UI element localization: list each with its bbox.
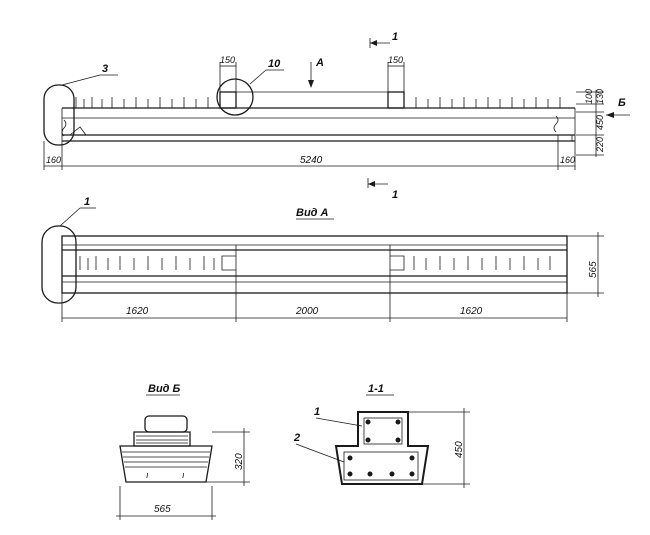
section-mark-top-label: 1: [392, 31, 398, 43]
right-bearing-plate: [557, 134, 573, 142]
view-a-dim-left: 1620: [126, 306, 149, 317]
view-a-outline: [61, 235, 568, 294]
dim-hole-right: 150: [388, 55, 403, 65]
hole-left-block: [219, 91, 237, 109]
view-a-callout-1-leader: [59, 207, 81, 227]
detail-10-outline: [216, 78, 254, 116]
view-b-flange: [119, 445, 213, 483]
view-b-title: Вид Б: [148, 383, 181, 395]
stirrup-ticks: [75, 97, 561, 108]
dim-right: 160: [560, 155, 575, 165]
dim-total: 5240: [300, 155, 323, 166]
section-rebars: [347, 419, 415, 477]
callout-3-leader: [61, 74, 101, 86]
view-a-detail-1-outline: [41, 225, 77, 304]
section-callout-1: 1: [314, 406, 320, 418]
dim-left: 160: [46, 155, 61, 165]
dim-hole-left: 150: [220, 55, 235, 65]
view-a-dim-right: 1620: [460, 306, 483, 317]
view-arrow-b-label: Б: [618, 97, 626, 109]
section-callout-2-leader: [295, 443, 345, 463]
view-b: Вид Б ı ı 320 565: [116, 383, 250, 520]
view-a-hole-right: [390, 255, 405, 271]
right-support-wave: [553, 115, 559, 133]
section-mark-bottom-label: 1: [392, 189, 398, 201]
view-b-top-block: [144, 415, 188, 433]
dim-height-top-b: 130: [595, 89, 605, 104]
svg-text:ı: ı: [182, 470, 185, 480]
callout-3: 3: [102, 63, 108, 75]
dim-height-bottom: 220: [595, 137, 605, 153]
section-dim-height: 450: [454, 441, 465, 458]
section-1-1: 1-1 1 2 450: [293, 383, 470, 488]
view-b-dim-width: 565: [154, 504, 171, 515]
hole-right-block: [387, 91, 405, 109]
section-callout-2: 2: [293, 432, 300, 444]
view-arrow-a-label: A: [315, 57, 324, 69]
beam-elevation: 3 10 150 150 A 1 1 100 130: [43, 31, 630, 201]
view-a-dim-width: 565: [588, 261, 599, 278]
view-b-dim-height: 320: [234, 453, 245, 470]
dim-height-top: 100: [584, 89, 594, 104]
view-a-dim-mid: 2000: [295, 306, 319, 317]
view-b-web: [133, 431, 191, 447]
callout-10: 10: [268, 58, 281, 70]
callout-10-leader: [249, 69, 267, 85]
view-a: Вид А 1: [41, 196, 604, 322]
section-top-stirrup: [363, 417, 403, 445]
section-callout-1-leader: [315, 417, 363, 427]
section-title: 1-1: [368, 383, 384, 395]
detail-3-outline: [43, 84, 75, 146]
view-a-callout-1: 1: [84, 196, 90, 208]
dim-height-mid: 450: [595, 115, 605, 130]
view-a-stirrups: [79, 256, 551, 270]
left-support-wave: [61, 119, 67, 137]
svg-text:ı: ı: [146, 470, 149, 480]
view-a-hole-left: [221, 255, 236, 271]
section-bottom-stirrup: [343, 451, 419, 481]
left-bearing-plate: [68, 126, 87, 136]
view-a-title: Вид А: [296, 207, 329, 219]
